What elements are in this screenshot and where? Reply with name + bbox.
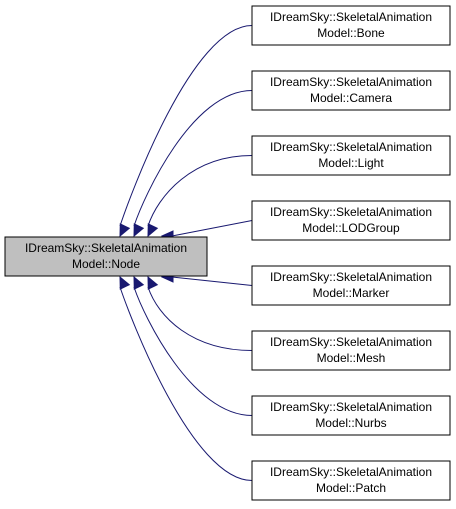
arrowhead-light (147, 223, 159, 238)
class-name-line2: Model::Node (72, 257, 140, 271)
class-name-line1: IDreamSky::SkeletalAnimation (270, 75, 432, 89)
class-name-line1: IDreamSky::SkeletalAnimation (270, 465, 432, 479)
inheritance-edge-mesh (147, 286, 253, 351)
class-name-line2: Model::Nurbs (315, 416, 386, 430)
class-name-line1: IDreamSky::SkeletalAnimation (270, 270, 432, 284)
inheritance-edge-patch (119, 286, 253, 481)
inheritance-edge-lodgroup (171, 220, 253, 237)
node-box-marker (251, 265, 451, 306)
class-name-line2: Model::Bone (317, 26, 385, 40)
node-box-base (4, 236, 208, 277)
class-name-line1: IDreamSky::SkeletalAnimation (270, 205, 432, 219)
class-name-line2: Model::Mesh (317, 351, 386, 365)
node-box-nurbs (251, 395, 451, 436)
node-box-lodgroup (251, 200, 451, 241)
class-node-camera[interactable]: IDreamSky::SkeletalAnimationModel::Camer… (251, 70, 451, 111)
class-name-line2: Model::Marker (313, 286, 390, 300)
inheritance-edge-camera (133, 90, 253, 227)
node-box-patch (251, 460, 451, 501)
inheritance-edge-bone (119, 25, 253, 227)
class-name-line1: IDreamSky::SkeletalAnimation (270, 400, 432, 414)
class-name-line2: Model::LODGroup (302, 221, 400, 235)
arrowhead-mesh (147, 275, 159, 290)
class-name-line1: IDreamSky::SkeletalAnimation (270, 10, 432, 24)
node-box-mesh (251, 330, 451, 371)
node-box-camera (251, 70, 451, 111)
arrowhead-camera (133, 223, 145, 238)
inheritance-edge-nurbs (133, 286, 253, 416)
class-name-line1: IDreamSky::SkeletalAnimation (270, 140, 432, 154)
inheritance-edge-marker (171, 276, 253, 286)
class-name-line1: IDreamSky::SkeletalAnimation (25, 241, 187, 255)
class-node-marker[interactable]: IDreamSky::SkeletalAnimationModel::Marke… (251, 265, 451, 306)
class-name-line2: Model::Camera (310, 91, 392, 105)
inheritance-edge-light (147, 155, 253, 227)
arrowhead-nurbs (133, 275, 145, 290)
class-node-lodgroup[interactable]: IDreamSky::SkeletalAnimationModel::LODGr… (251, 200, 451, 241)
node-box-light (251, 135, 451, 176)
arrowhead-patch (119, 275, 131, 290)
node-box-bone (251, 5, 451, 46)
class-name-line2: Model::Patch (316, 481, 386, 495)
class-name-line1: IDreamSky::SkeletalAnimation (270, 335, 432, 349)
class-name-line2: Model::Light (318, 156, 384, 170)
arrowhead-bone (119, 223, 131, 238)
class-nodes: IDreamSky::SkeletalAnimationModel::NodeI… (4, 5, 451, 501)
